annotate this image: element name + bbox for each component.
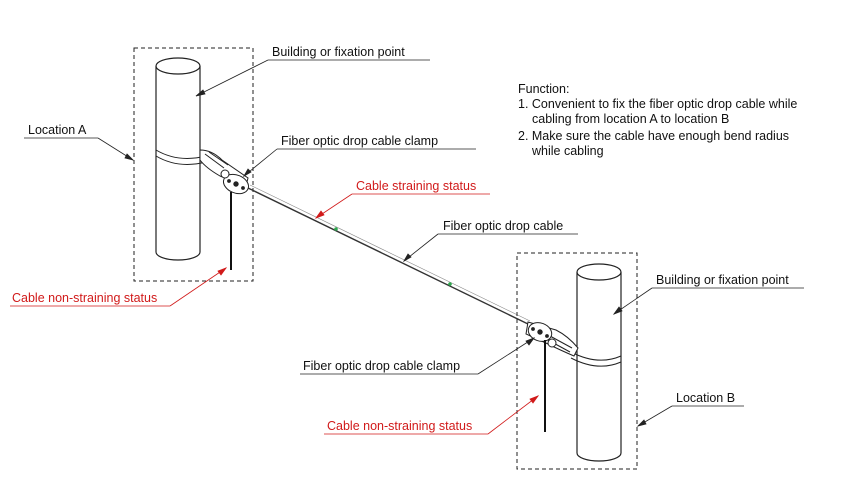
pole-a <box>155 57 201 261</box>
cable-marker-1 <box>334 227 338 231</box>
function-title: Function: <box>518 82 569 96</box>
label-nonstrain-a: Cable non-straining status <box>12 291 157 305</box>
function-item-1-line-1: 1. Convenient to fix the fiber optic dro… <box>518 97 797 111</box>
label-location-b: Location B <box>676 391 735 405</box>
label-straining: Cable straining status <box>356 179 476 193</box>
label-drop-cable: Fiber optic drop cable <box>443 219 563 233</box>
label-location-a: Location A <box>28 123 87 137</box>
label-nonstrain-b: Cable non-straining status <box>327 419 472 433</box>
function-notes: Function: 1. Convenient to fix the fiber… <box>518 82 797 158</box>
label-building-a: Building or fixation point <box>272 45 405 59</box>
location-b-box <box>516 252 638 470</box>
pole-b <box>576 263 622 462</box>
label-clamp-a: Fiber optic drop cable clamp <box>281 134 438 148</box>
function-item-2-line-2: while cabling <box>531 144 604 158</box>
function-item-2-line-1: 2. Make sure the cable have enough bend … <box>518 129 789 143</box>
cable-marker-2 <box>448 282 452 286</box>
label-clamp-b: Fiber optic drop cable clamp <box>303 359 460 373</box>
location-a-box <box>133 47 254 282</box>
clamp-b <box>525 321 579 357</box>
label-building-b: Building or fixation point <box>656 273 789 287</box>
drop-cable <box>247 184 531 325</box>
function-item-1-line-2: cabling from location A to location B <box>532 112 729 126</box>
clamp-a <box>199 149 250 195</box>
